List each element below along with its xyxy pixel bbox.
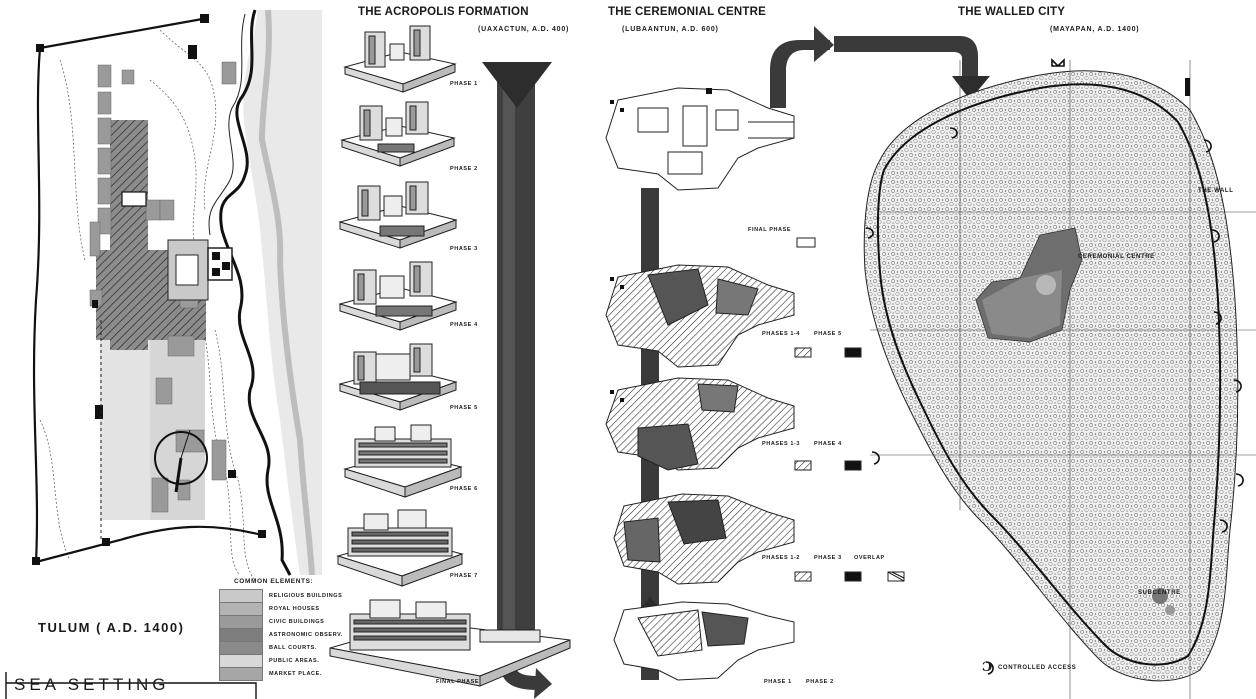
ceremonial-subtitle: (LUBAANTUN, A.D. 600): [622, 26, 719, 33]
legend-row: CIVIC BUILDINGS: [219, 614, 325, 629]
ceremonial-phase-4: PHASE 4: [814, 441, 842, 447]
acropolis-subtitle: (UAXACTUN, A.D. 400): [478, 26, 570, 33]
acropolis-phase-7: PHASE 7: [450, 573, 478, 579]
tulum-title: TULUM ( A.D. 1400): [38, 620, 185, 635]
walled-city-subtitle: (MAYAPAN, A.D. 1400): [1050, 26, 1140, 33]
ceremonial-phases-1-2: PHASES 1-2: [762, 555, 801, 561]
ceremonial-title: THE CEREMONIAL CENTRE: [608, 6, 766, 18]
legend-swatch: [219, 653, 263, 668]
acropolis-final-phase: FINAL PHASE: [436, 679, 480, 685]
legend-label: MARKET PLACE.: [269, 670, 323, 677]
walled-city-centre-label: CEREMONIAL CENTRE: [1078, 254, 1155, 260]
legend-label: CIVIC BUILDINGS: [269, 618, 325, 625]
legend-label: RELIGIOUS BUILDINGS: [269, 592, 343, 599]
legend-label: BALL COURTS.: [269, 644, 318, 651]
walled-city-subcentre-label: SUBCENTRE: [1138, 590, 1181, 596]
walled-city-access-label: CONTROLLED ACCESS: [998, 665, 1077, 671]
legend-swatch: [219, 588, 263, 603]
acropolis-phase-6: PHASE 6: [450, 486, 478, 492]
acropolis-phase-4: PHASE 4: [450, 322, 478, 328]
walled-city-arrow: [770, 26, 990, 108]
ceremonial-phases-1-4: PHASES 1-4: [762, 331, 801, 337]
legend-swatch: [219, 601, 263, 616]
ceremonial-overlap: OVERLAP: [854, 555, 885, 561]
acropolis-phase-2: PHASE 2: [450, 166, 478, 172]
acropolis-phase-5: PHASE 5: [450, 405, 478, 411]
legend-swatch: [219, 640, 263, 655]
acropolis-models: [329, 25, 571, 687]
legend-row: BALL COURTS.: [219, 640, 318, 655]
acropolis-arrow: [482, 62, 552, 699]
legend-label: ROYAL HOUSES: [269, 605, 320, 612]
ceremonial-final-phase: FINAL PHASE: [748, 227, 792, 233]
legend-row: MARKET PLACE.: [219, 666, 323, 681]
ceremonial-phase-2: PHASE 2: [806, 679, 834, 685]
acropolis-title: THE ACROPOLIS FORMATION: [358, 6, 529, 18]
walled-city-title: THE WALLED CITY: [958, 6, 1066, 18]
controlled-access-icon: Ɔ: [982, 660, 993, 675]
legend-title: COMMON ELEMENTS:: [234, 578, 314, 585]
legend-row: RELIGIOUS BUILDINGS: [219, 588, 343, 603]
tulum-site-plan: [32, 9, 322, 581]
legend-row: ROYAL HOUSES: [219, 601, 320, 616]
legend-label: PUBLIC AREAS.: [269, 657, 320, 664]
legend-swatch: [219, 666, 263, 681]
legend-row: ASTRONOMIC OBSERV.: [219, 627, 344, 642]
sea-setting-label: SEA SETTING: [14, 675, 170, 694]
acropolis-phase-1: PHASE 1: [450, 81, 478, 87]
ceremonial-plans: [605, 87, 905, 681]
legend-row: PUBLIC AREAS.: [219, 653, 320, 668]
legend-label: ASTRONOMIC OBSERV.: [269, 631, 344, 638]
ceremonial-phase-1: PHASE 1: [764, 679, 792, 685]
legend-swatch: [219, 614, 263, 629]
walled-city-wall-label: THE WALL: [1198, 188, 1234, 194]
walled-city-map: [863, 58, 1256, 699]
ceremonial-phase-3: PHASE 3: [814, 555, 842, 561]
legend-swatch: [219, 627, 263, 642]
sea-setting-bracket: [5, 672, 257, 699]
ceremonial-phases-1-3: PHASES 1-3: [762, 441, 801, 447]
acropolis-phase-3: PHASE 3: [450, 246, 478, 252]
ceremonial-phase-5: PHASE 5: [814, 331, 842, 337]
